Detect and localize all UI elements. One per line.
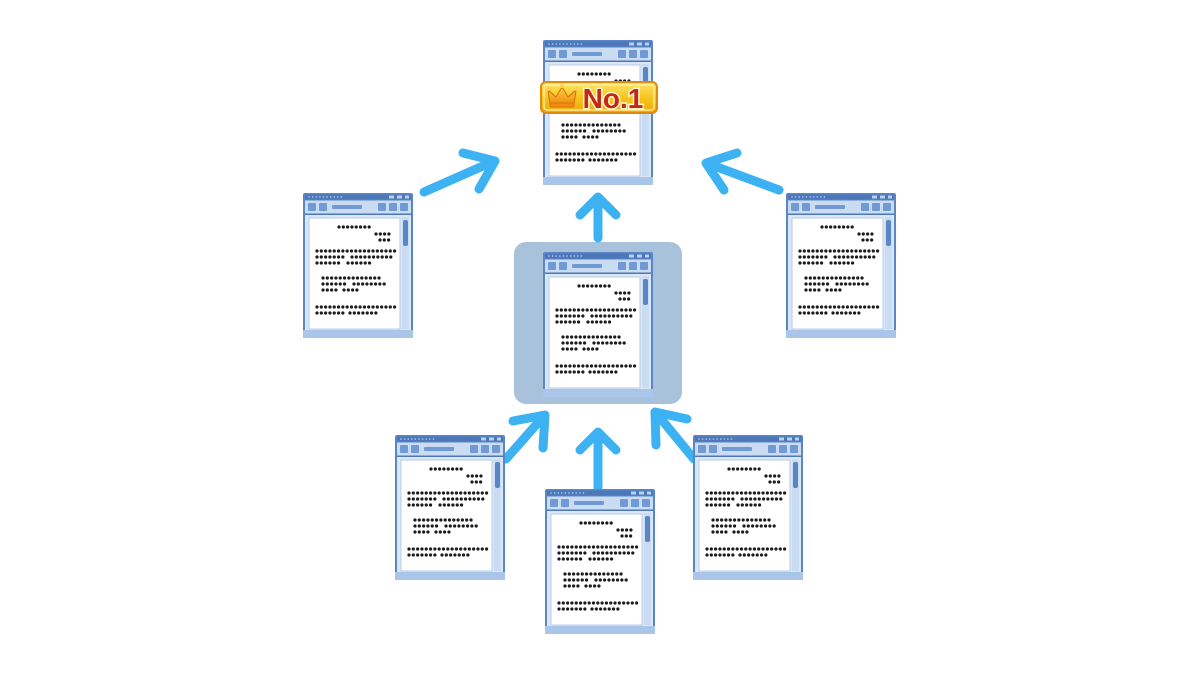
document-window-bottom-left xyxy=(395,435,505,580)
document-window-bottom-center xyxy=(545,489,655,634)
document-window-bottom-right xyxy=(693,435,803,580)
arrow-head xyxy=(650,407,692,450)
arrow-head xyxy=(508,410,550,453)
crown-jewel xyxy=(546,87,550,91)
arrow-bottom-left-to-center-icon xyxy=(501,410,550,464)
crown-icon xyxy=(546,84,578,108)
arrow-head xyxy=(575,427,621,455)
arrow-head xyxy=(701,148,742,195)
arrow-head xyxy=(458,148,500,194)
badge-label: No.1 xyxy=(583,83,644,114)
arrow-center-to-top-icon xyxy=(575,192,621,243)
arrow-shaft xyxy=(419,157,497,197)
arrow-shaft xyxy=(501,412,548,464)
arrow-head xyxy=(575,192,621,220)
crown-body xyxy=(547,86,577,105)
document-window-center xyxy=(543,252,653,397)
crown-jewel xyxy=(560,84,564,88)
rank-badge: No.1 xyxy=(540,81,658,116)
arrow-left-to-top-icon xyxy=(419,148,500,197)
badge-inner-border xyxy=(543,84,655,111)
arrow-bottom-center-to-center-icon xyxy=(575,427,621,493)
document-window-left xyxy=(303,193,413,338)
crown-jewel xyxy=(574,87,578,91)
arrow-shaft xyxy=(704,159,784,195)
arrow-bottom-right-to-center-icon xyxy=(650,407,699,464)
crown-base xyxy=(549,102,575,108)
arrow-right-to-top-icon xyxy=(701,148,784,195)
arrow-shaft xyxy=(652,409,699,464)
document-window-right xyxy=(786,193,896,338)
